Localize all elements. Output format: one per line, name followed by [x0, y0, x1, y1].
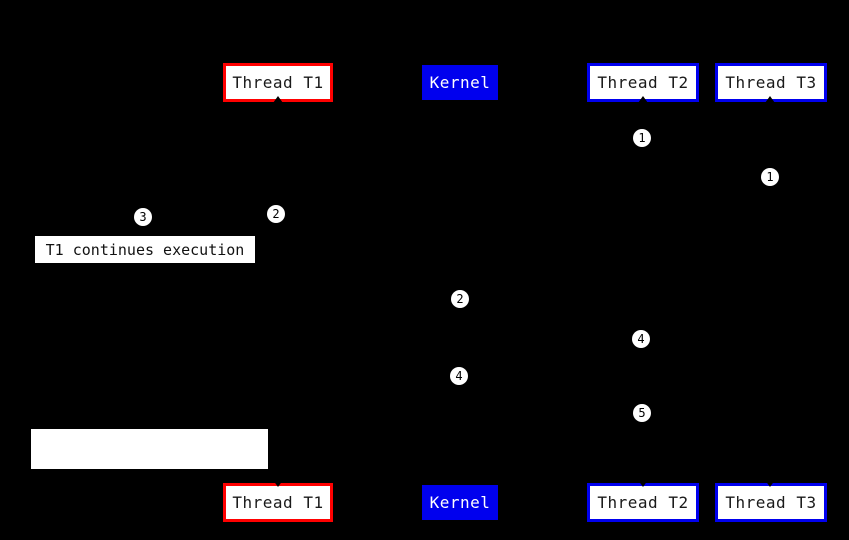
- thread-t1-box-top: Thread T1: [223, 63, 333, 102]
- arrowhead-nub-bottom-t3: [765, 480, 775, 487]
- thread-t1-box-bottom: Thread T1: [223, 483, 333, 522]
- arrowhead-nub-top-t1: [273, 96, 283, 103]
- note-t1-continues-execution: T1 continues execution: [35, 236, 255, 263]
- arrowhead-nub-bottom-t2: [638, 480, 648, 487]
- thread-t3-box-bottom: Thread T3: [715, 483, 827, 522]
- step-marker-4-thread-t2: 4: [632, 330, 650, 348]
- kernel-box-bottom: Kernel: [422, 485, 498, 520]
- step-marker-1-thread-t3: 1: [761, 168, 779, 186]
- thread-t3-box-top: Thread T3: [715, 63, 827, 102]
- step-marker-5-thread-t2: 5: [633, 404, 651, 422]
- arrowhead-nub-top-t2: [638, 96, 648, 103]
- step-marker-2-kernel: 2: [451, 290, 469, 308]
- blank-note-box: [31, 429, 268, 469]
- kernel-box-top: Kernel: [422, 65, 498, 100]
- step-marker-3-thread-t1: 3: [134, 208, 152, 226]
- step-marker-2-thread-t1: 2: [267, 205, 285, 223]
- thread-t2-box-bottom: Thread T2: [587, 483, 699, 522]
- arrowhead-nub-top-t3: [765, 96, 775, 103]
- step-marker-4-kernel: 4: [450, 367, 468, 385]
- arrowhead-nub-bottom-t1: [273, 480, 283, 487]
- step-marker-1-thread-t2: 1: [633, 129, 651, 147]
